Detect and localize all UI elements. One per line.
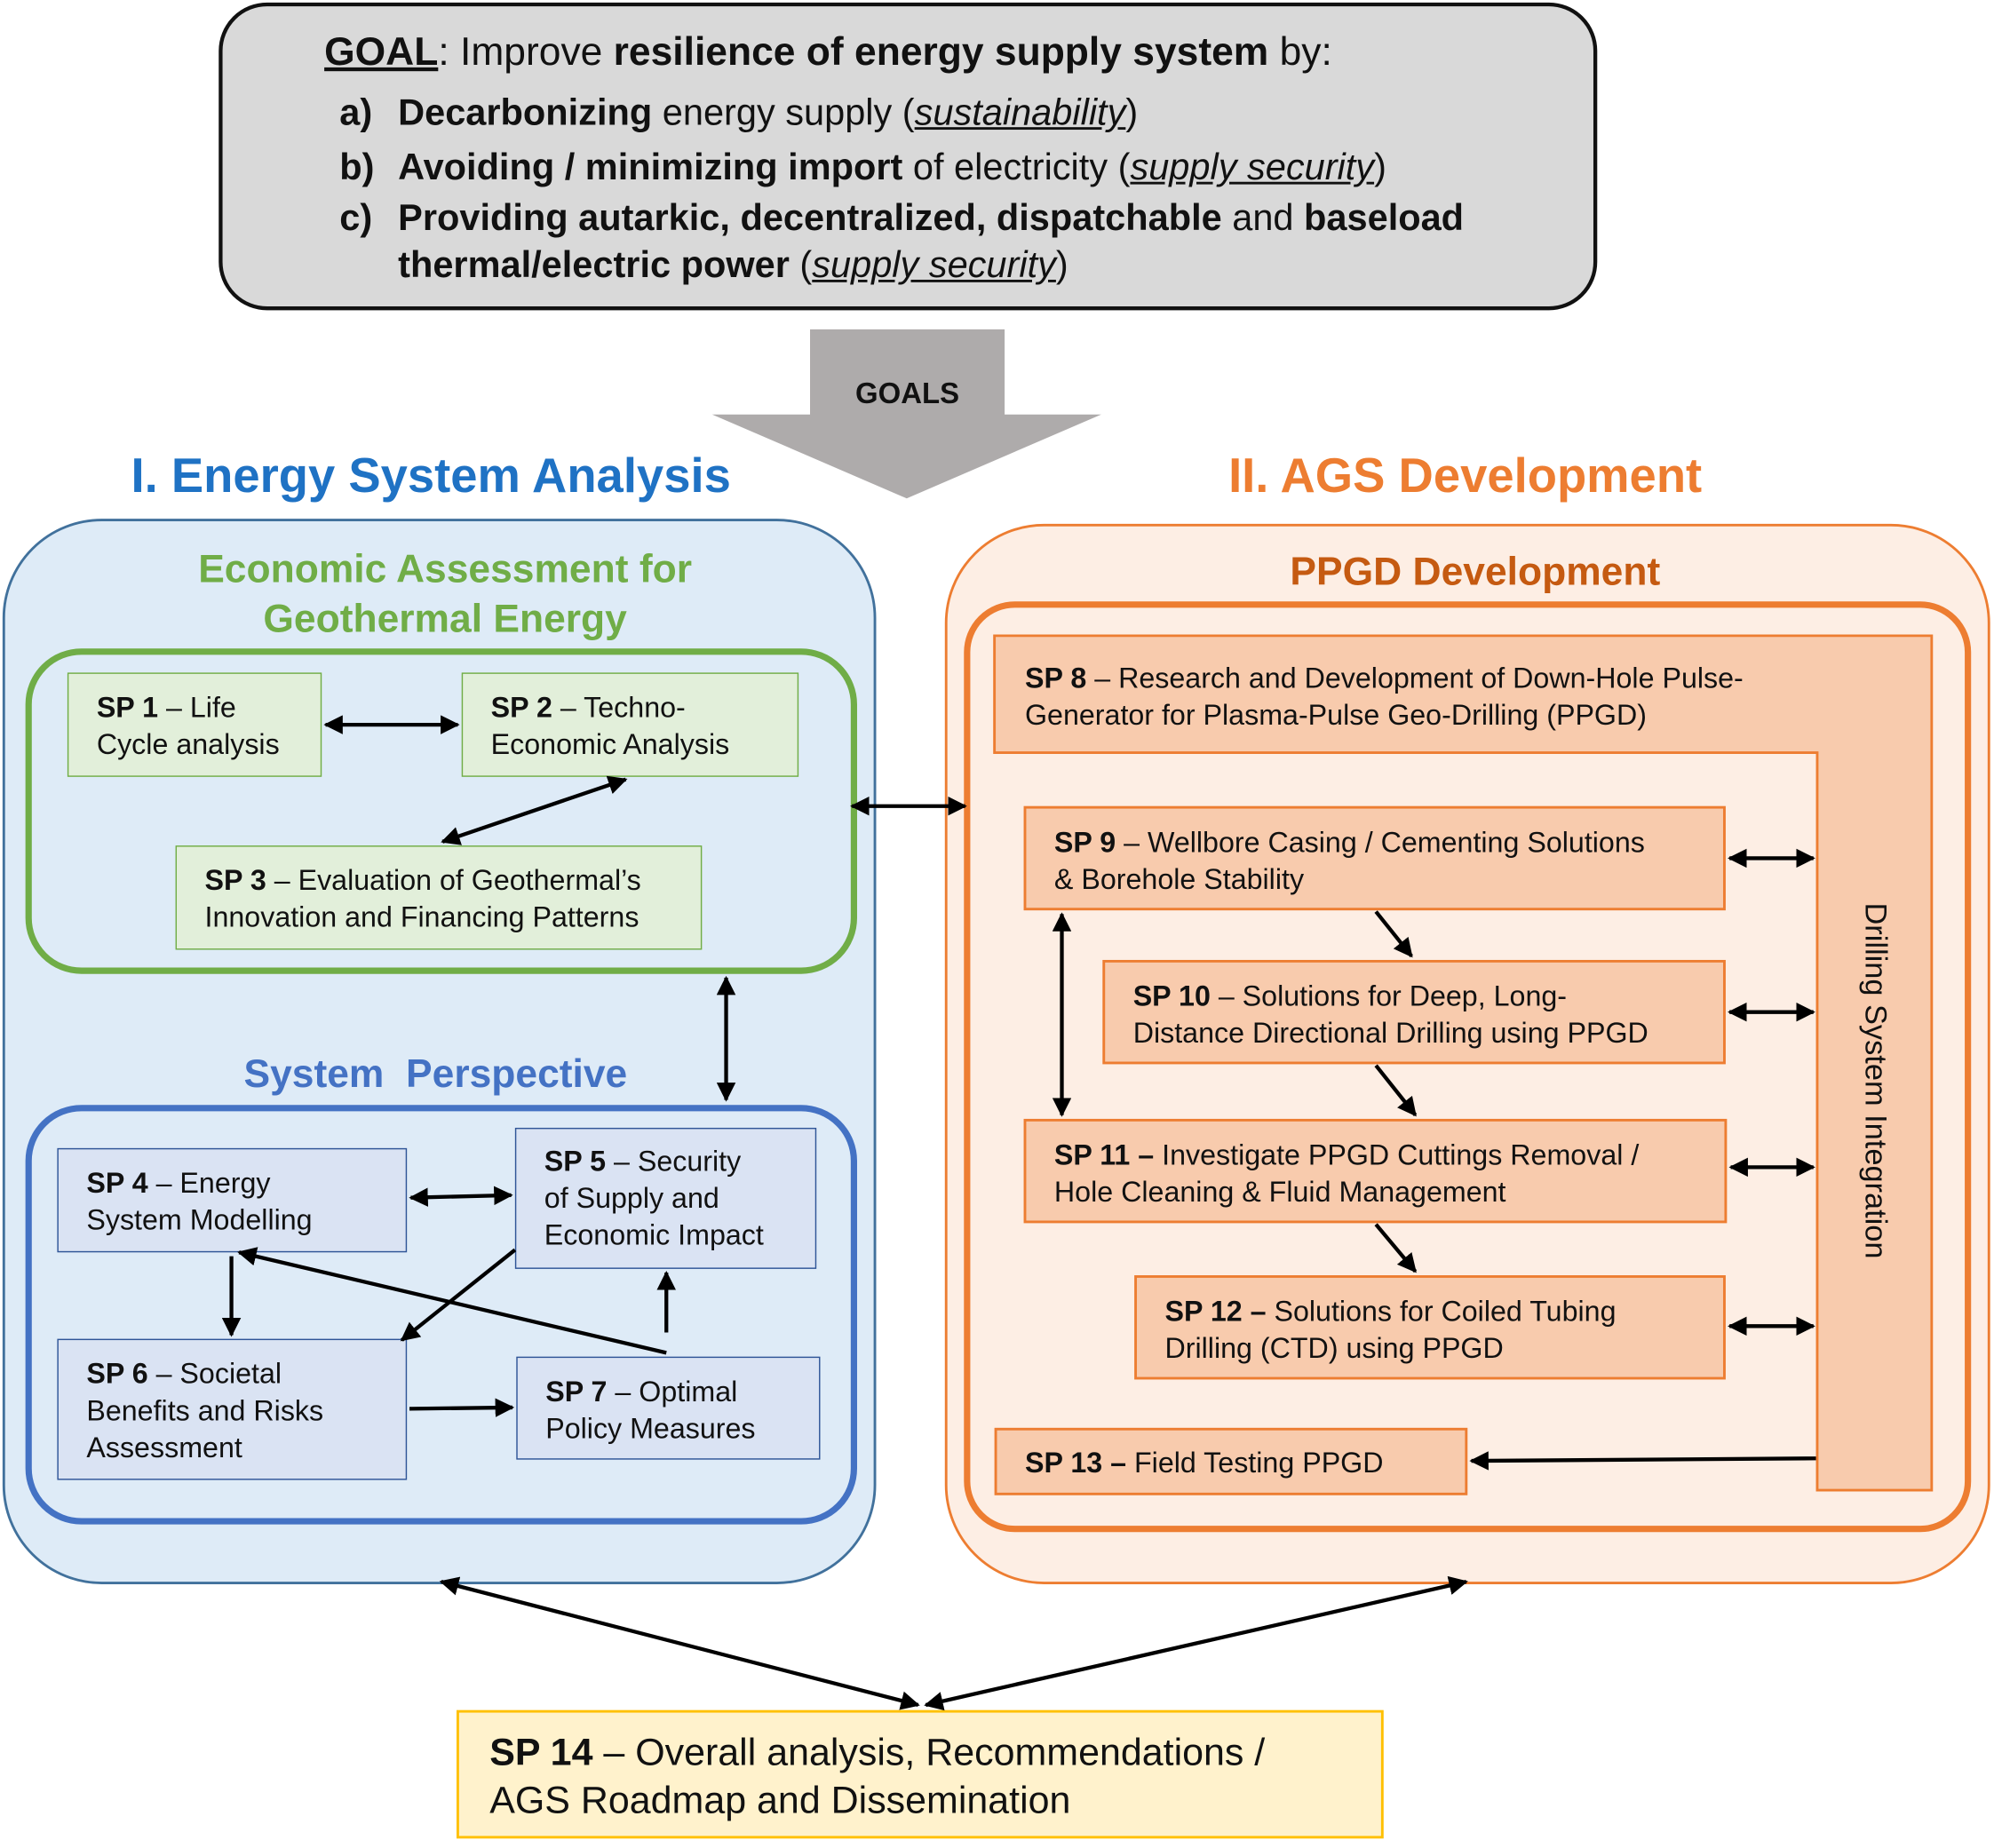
goal-item-b: b)Avoiding / minimizing import of electr…: [339, 147, 1386, 188]
arrow-sp11-sp12: [1374, 1223, 1418, 1273]
system-perspective-group: [25, 1105, 857, 1525]
arrow-right-sp14: [924, 1575, 1468, 1711]
ppgd-development-title: PPGD Development: [1290, 549, 1661, 594]
goal-box: GOAL: Improve resilience of energy suppl…: [218, 2, 1598, 311]
sp8-text: SP 8 – Research and Development of Down-…: [1024, 662, 1744, 732]
arrow-left-sp14: [439, 1576, 920, 1710]
goal-heading: GOAL: Improve resilience of energy suppl…: [324, 28, 1332, 75]
right-section-title: II. AGS Development: [1228, 449, 1703, 504]
goals-arrow-label: GOALS: [855, 376, 960, 410]
goal-item-a: a)Decarbonizing energy supply (sustainab…: [339, 92, 1139, 134]
sp14-box: SP 14 – Overall analysis, Recommendation…: [456, 1709, 1384, 1839]
arrow-sp7-sp4: [237, 1247, 667, 1355]
goal-item-c: c)Providing autarkic, decentralized, dis…: [339, 198, 1465, 240]
arrow-sp9-sp10: [1374, 910, 1413, 958]
arrow-sp10-sp11: [1374, 1064, 1418, 1117]
system-perspective-title: System Perspective: [243, 1051, 628, 1097]
ppgd-development-group: [964, 601, 1972, 1533]
sp13-box: SP 13 – Field Testing PPGD: [994, 1427, 1468, 1495]
sp11-box: SP 11 – Investigate PPGD Cuttings Remova…: [1023, 1118, 1728, 1224]
arrow-sp4-sp5: [409, 1186, 513, 1207]
sp9-box: SP 9 – Wellbore Casing / Cementing Solut…: [1023, 805, 1726, 911]
goal-item-c-cont: thermal/electric power (supply security): [398, 245, 1068, 287]
economic-assessment-title: Economic Assessment for Geothermal Energ…: [198, 546, 693, 641]
sp10-box: SP 10 – Solutions for Deep, Long-Distanc…: [1102, 959, 1726, 1065]
arrow-sp2-sp3: [441, 775, 628, 845]
sp2-box: SP 2 – Techno-Economic Analysis: [461, 672, 799, 777]
left-section-title: I. Energy System Analysis: [131, 449, 731, 504]
arrow-dsi-sp13: [1469, 1451, 1816, 1471]
arrow-sp5-sp6: [400, 1248, 517, 1342]
